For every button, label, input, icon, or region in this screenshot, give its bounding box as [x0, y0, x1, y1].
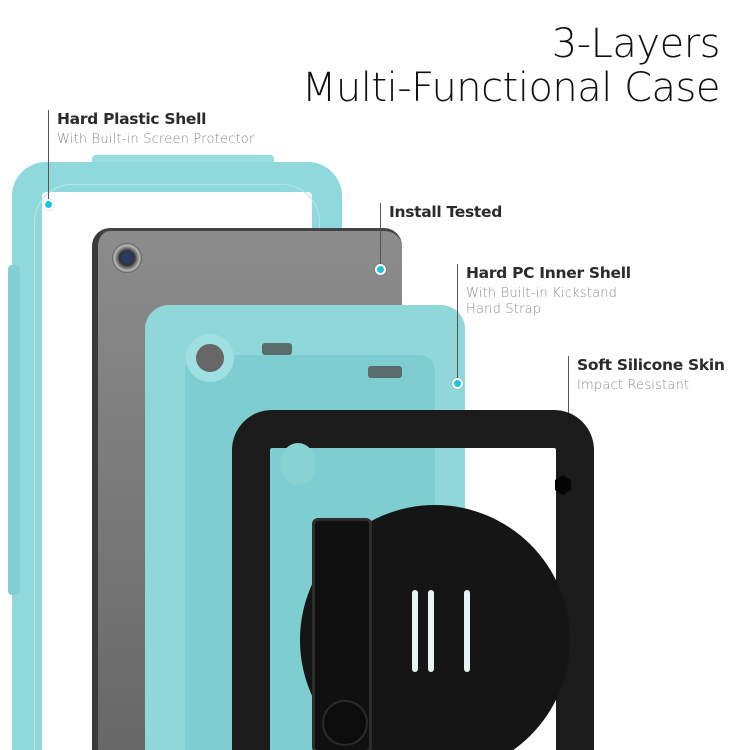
headline-line-1: 3-Layers — [551, 21, 721, 67]
tablet-camera-icon — [112, 243, 142, 273]
skin-camera-cutout — [280, 443, 316, 485]
callout-subtext: With Built-in Screen Protector — [57, 132, 255, 147]
strap-slot — [428, 590, 434, 672]
callout-subtext: With Built-in Kickstand Hand Strap — [466, 286, 618, 317]
callout-heading: Install Tested — [389, 203, 502, 221]
cyan-dot-icon — [375, 264, 386, 275]
headline: 3-Layers Multi-Functional Case — [301, 21, 721, 111]
strap-slot — [464, 590, 470, 672]
callout-heading: Hard PC Inner Shell — [466, 264, 631, 282]
inner-shell-slot — [262, 343, 292, 355]
strap-rotation-knob — [322, 700, 368, 746]
callout-heading: Soft Silicone Skin — [577, 356, 725, 374]
callout-leader-line — [380, 203, 381, 268]
callout-heading: Hard Plastic Shell — [57, 110, 207, 128]
inner-shell-slot — [368, 366, 402, 378]
soft-silicone-skin — [232, 410, 594, 750]
inner-shell-camera-cutout — [186, 334, 234, 382]
outer-shell-side-clip — [8, 265, 20, 595]
cyan-dot-icon — [452, 378, 463, 389]
cyan-dot-icon — [43, 199, 54, 210]
skin-hex-cutout-icon — [555, 475, 571, 495]
strap-slot — [412, 590, 418, 672]
callout-leader-line — [48, 110, 49, 205]
callout-subtext: Impact Resistant — [577, 378, 690, 393]
headline-line-2: Multi-Functional Case — [301, 65, 721, 111]
callout-leader-line — [457, 264, 458, 384]
